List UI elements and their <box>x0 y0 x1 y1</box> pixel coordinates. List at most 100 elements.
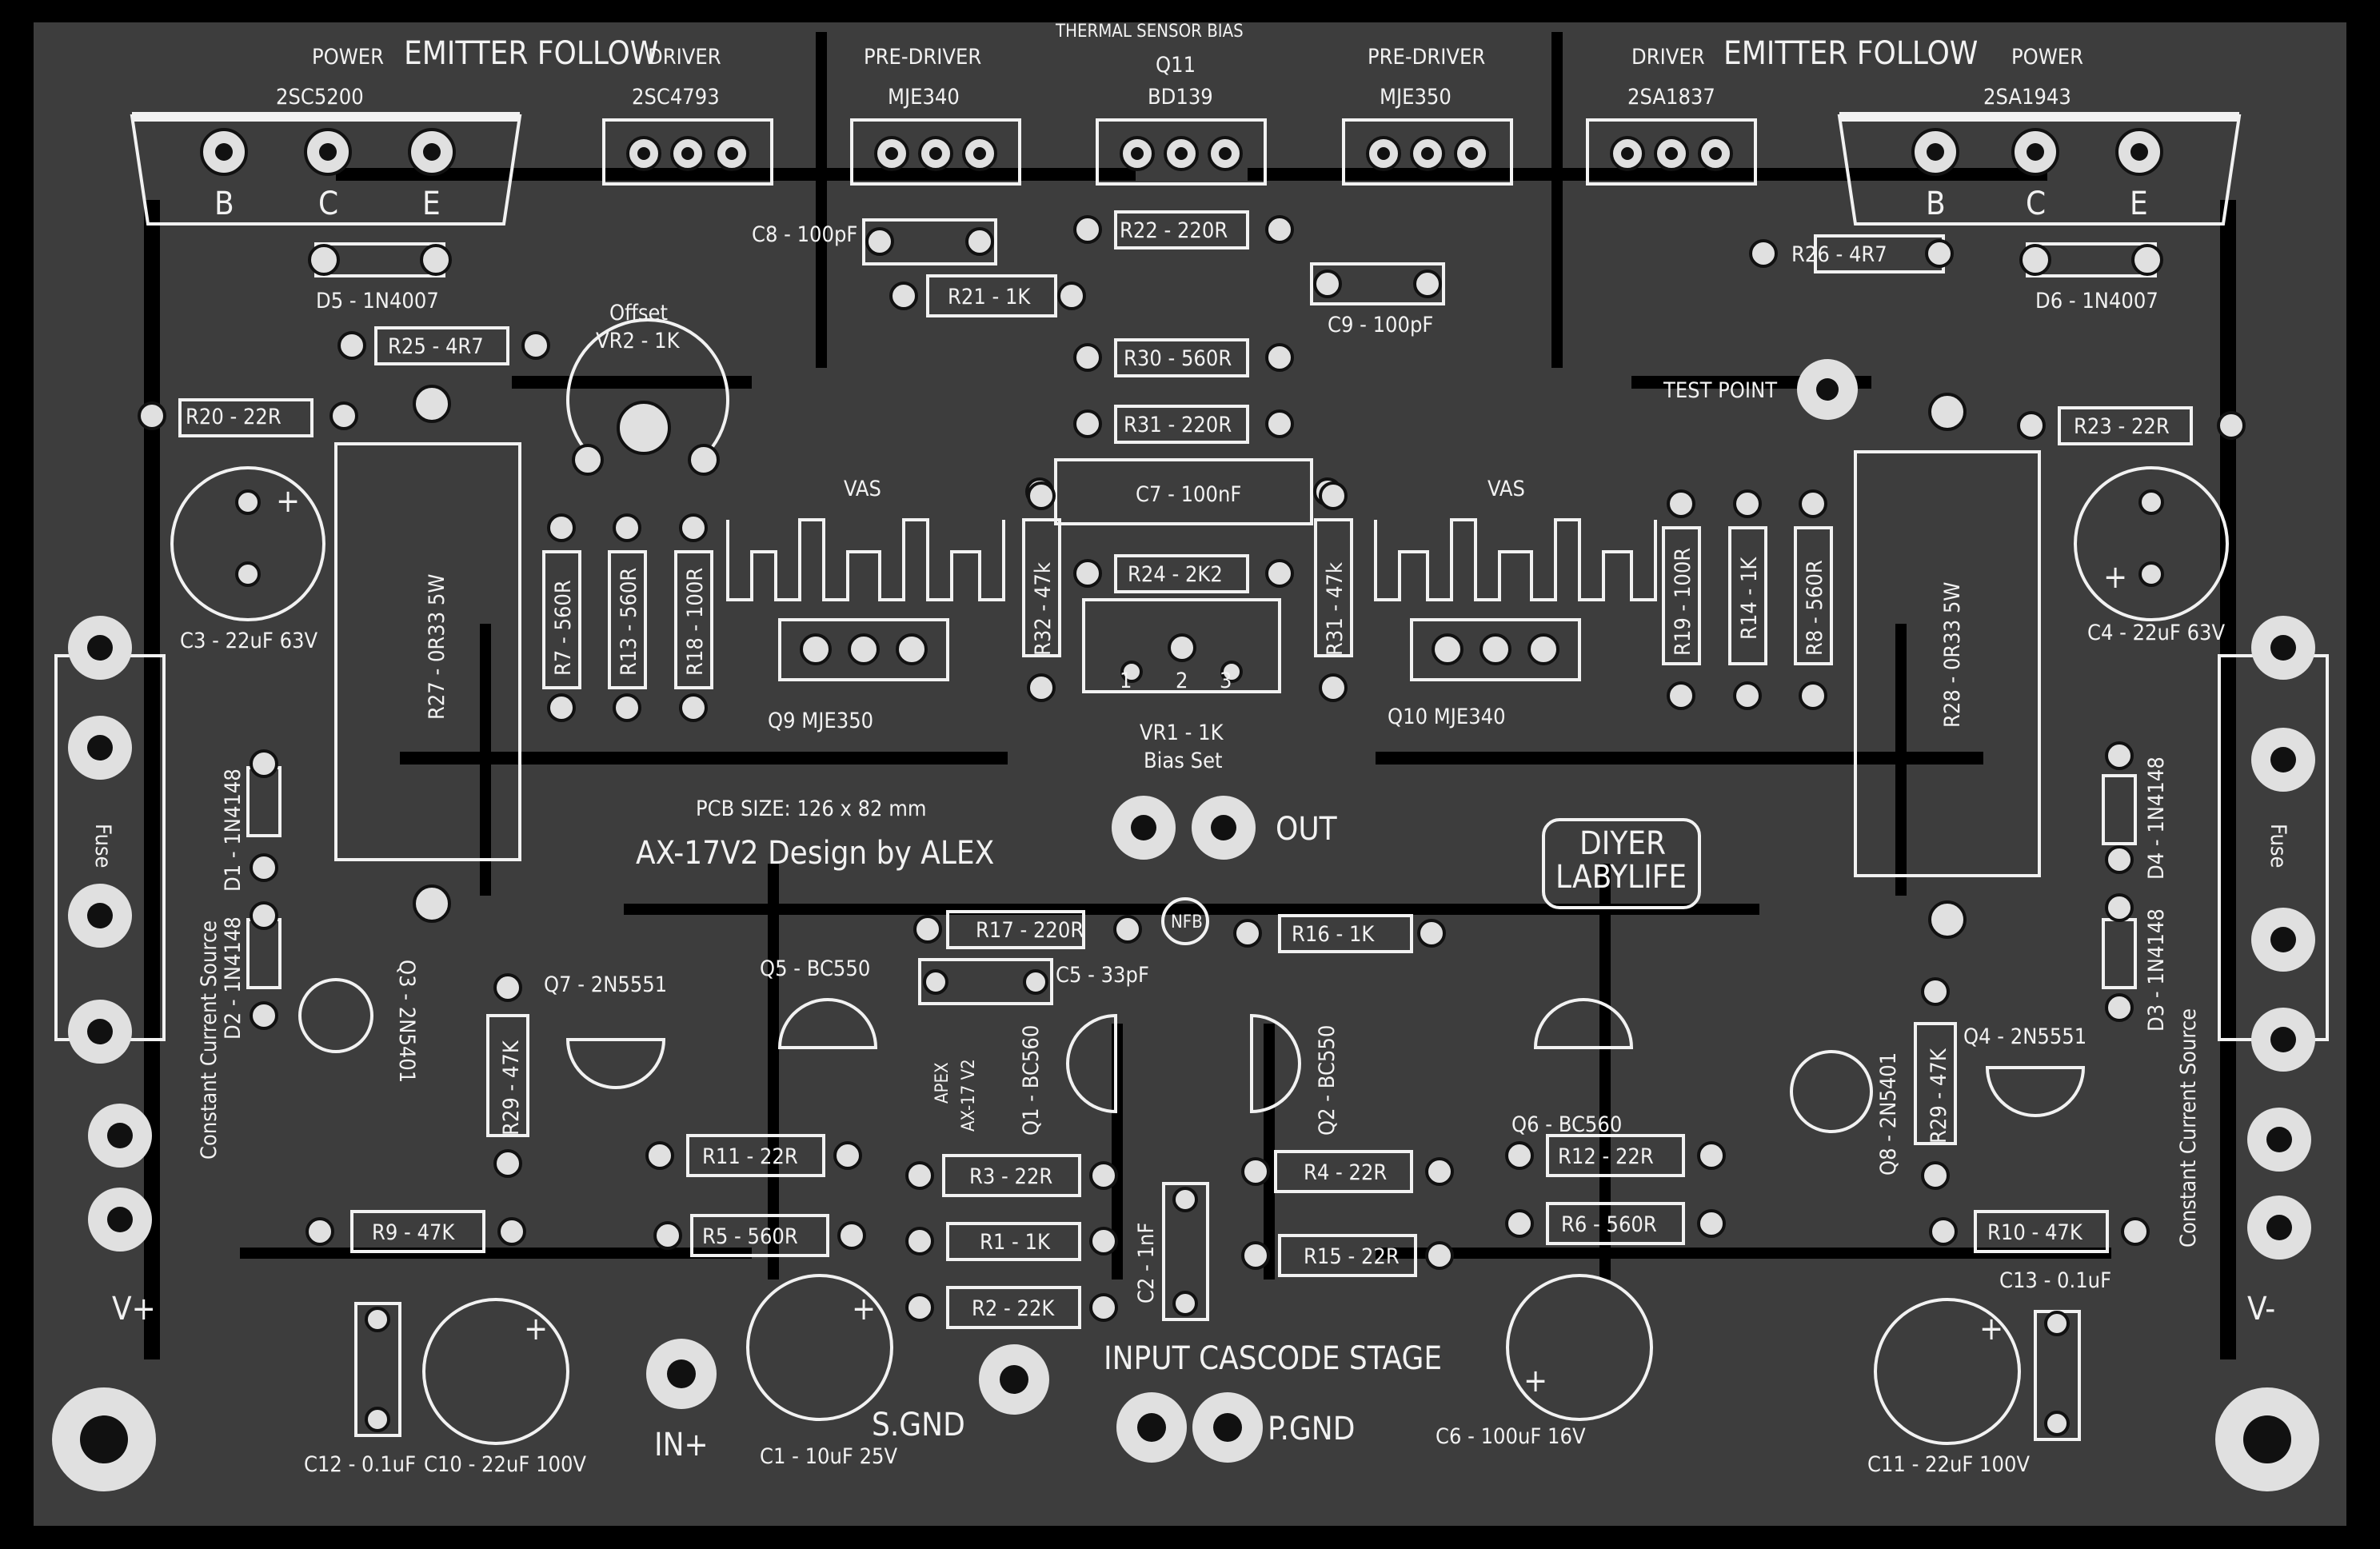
r17-pad-2 <box>1113 915 1142 944</box>
r10-pad-2 <box>2121 1217 2150 1246</box>
r31-vert-outline <box>1314 518 1353 657</box>
d6-pad-a <box>2019 244 2051 276</box>
label-c10: C10 - 22uF 100V <box>424 1452 586 1477</box>
r29-left-outline <box>486 1014 529 1137</box>
label-d4: D4 - 1N4148 <box>2144 757 2169 880</box>
r13-outline <box>608 550 647 689</box>
label-r2: R2 - 22K <box>972 1296 1055 1321</box>
c8-pad-2 <box>965 227 994 256</box>
c9-outline <box>1310 262 1445 305</box>
r19-pad-1 <box>1667 489 1695 518</box>
r19-outline <box>1662 526 1701 665</box>
header-emitter-follow-right: EMITTER FOLLOW <box>1723 35 1978 72</box>
c3-pad-p <box>235 489 261 515</box>
r2-pad-1 <box>905 1293 934 1322</box>
label-r26: R26 - 4R7 <box>1791 242 1887 267</box>
label-r18: R18 - 100R <box>683 568 708 676</box>
q9-pad-e <box>896 633 928 665</box>
label-2sc4793: 2SC4793 <box>632 85 720 110</box>
label-r17: R17 - 220R <box>976 918 1084 943</box>
r25-pad-1 <box>337 331 366 360</box>
r6-pad-2 <box>1697 1209 1726 1238</box>
label-r13: R13 - 560R <box>617 568 641 676</box>
vr1-outline <box>1082 598 1281 693</box>
r30-outline <box>1114 338 1249 377</box>
r2-pad-2 <box>1089 1293 1118 1322</box>
c7-outline <box>1054 458 1313 525</box>
label-input-cascode-stage: INPUT CASCODE STAGE <box>1104 1340 1442 1377</box>
r17-outline <box>946 910 1085 949</box>
header-driver-right: DRIVER <box>1631 45 1705 70</box>
pcb-size-text: PCB SIZE: 126 x 82 mm <box>696 796 927 821</box>
r11-pad-1 <box>645 1141 674 1170</box>
vr2-outline <box>566 318 729 449</box>
q10-outline <box>1410 618 1581 681</box>
r20-outline <box>178 398 313 437</box>
q-2sa1943-pads <box>1911 128 2163 176</box>
r32-pad-2 <box>1027 673 1056 702</box>
label-bias-set: Bias Set <box>1144 749 1223 773</box>
label-r7: R7 - 560R <box>551 580 576 676</box>
vr1-pad-3 <box>1220 661 1243 683</box>
label-c3: C3 - 22uF 63V <box>180 629 318 653</box>
r27-pad-2 <box>413 884 451 923</box>
label-p-gnd: P.GND <box>1268 1411 1355 1447</box>
label-r24: R24 - 2K2 <box>1128 562 1223 587</box>
label-d5: D5 - 1N4007 <box>316 289 439 313</box>
r31-vert-pad-2 <box>1319 673 1348 702</box>
pin-b-right-power: B <box>1926 186 1946 222</box>
pin-e-right-power: E <box>2130 186 2148 222</box>
vas-left-heatsink <box>726 518 1005 601</box>
d4-pad-a <box>2105 741 2134 770</box>
board-branding: PCB SIZE: 126 x 82 mm AX-17V2 Design by … <box>636 796 1701 909</box>
r30-pad-1 <box>1073 343 1102 372</box>
label-2sa1837: 2SA1837 <box>1627 85 1715 110</box>
c11-plus-mark: + <box>1979 1311 2003 1347</box>
pin-b-left-power: B <box>214 186 234 222</box>
r5-pad-1 <box>653 1221 682 1250</box>
label-apex-2: AX-17 V2 <box>959 1059 979 1132</box>
c10-outline <box>422 1298 569 1445</box>
q10-pad-c <box>1480 633 1511 665</box>
label-ccs-right: Constant Current Source <box>2176 1008 2201 1248</box>
label-q10: Q10 MJE340 <box>1388 705 1506 729</box>
r28-pad-2 <box>1928 900 1967 939</box>
d4-pad-k <box>2105 845 2134 874</box>
label-r4: R4 - 22R <box>1304 1160 1387 1185</box>
r24-pad-2 <box>1265 559 1294 588</box>
pin-c-right-power: C <box>2026 186 2046 222</box>
label-r10: R10 - 47K <box>1987 1220 2083 1245</box>
label-test-point: TEST POINT <box>1663 378 1777 403</box>
board-title: AX-17V2 Design by ALEX <box>636 835 994 872</box>
r31-top-pad-2 <box>1265 409 1294 438</box>
label-r3: R3 - 22R <box>969 1164 1052 1189</box>
label-q2: Q2 - BC550 <box>1315 1025 1340 1136</box>
label-c8: C8 - 100pF <box>752 222 857 247</box>
top-transistor-row: 2SC5200 B C E 2SC4793 MJE340 BD139 <box>130 85 2242 226</box>
output-terminals: OUT <box>1112 796 1338 860</box>
c11-outline <box>1874 1298 2021 1445</box>
label-q7: Q7 - 2N5551 <box>544 972 667 997</box>
label-c6: C6 - 100uF 16V <box>1436 1424 1586 1449</box>
label-c1: C1 - 10uF 25V <box>760 1444 898 1469</box>
r29-right-pad-1 <box>1921 977 1950 1006</box>
brand-box <box>1542 818 1701 909</box>
c8-outline <box>862 218 997 265</box>
label-r23: R23 - 22R <box>2074 414 2170 439</box>
r16-pad-1 <box>1233 919 1262 948</box>
r21-outline <box>926 274 1057 317</box>
label-r27: R27 - 0R33 5W <box>425 574 449 720</box>
q-2sc5200-pads <box>200 128 456 176</box>
d3-pad-a <box>2105 893 2134 922</box>
label-vas-left: VAS <box>844 477 881 501</box>
header-pre-driver-right: PRE-DRIVER <box>1368 45 1485 70</box>
label-c4: C4 - 22uF 63V <box>2087 621 2226 645</box>
c4-pad-p <box>2138 561 2164 587</box>
label-in-plus: IN+ <box>654 1427 709 1463</box>
right-power-connectors: Fuse V- Constant Current Source D4 - 1N4… <box>1790 616 2329 1327</box>
label-q9: Q9 MJE350 <box>768 709 873 733</box>
q9-pad-b <box>800 633 832 665</box>
r8-pad-2 <box>1799 681 1827 710</box>
